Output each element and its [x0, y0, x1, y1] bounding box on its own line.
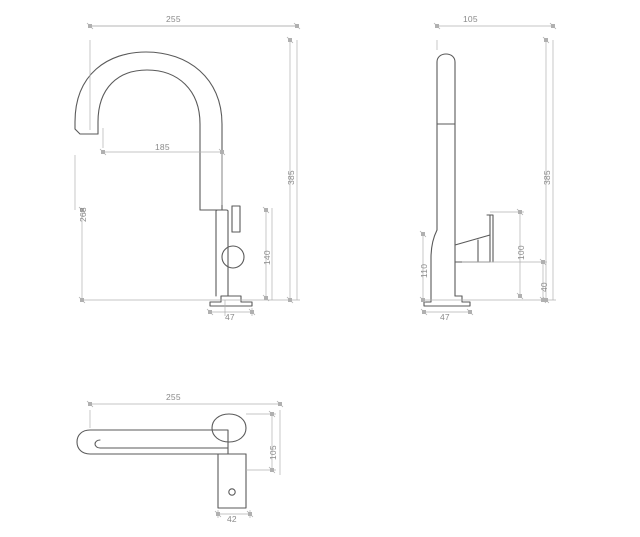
dim-top-length-255: 255	[166, 392, 181, 402]
dim-side-width-105: 105	[463, 14, 478, 24]
front-view-dimensions	[74, 22, 301, 316]
dim-front-width-255: 255	[166, 14, 181, 24]
dim-side-body-height-110: 110	[419, 263, 429, 278]
dim-front-spout-reach-185: 185	[155, 142, 170, 152]
top-view-dimensions	[86, 400, 284, 518]
dim-side-base-47: 47	[440, 312, 450, 322]
side-view-dimensions	[419, 22, 557, 316]
top-view-geometry	[76, 413, 247, 509]
front-view-geometry	[74, 51, 253, 307]
dim-side-base-height-40: 40	[539, 282, 549, 292]
dim-front-spout-height-268: 268	[78, 207, 88, 222]
dim-front-body-height-140: 140	[262, 250, 272, 265]
dim-front-base-47: 47	[225, 312, 235, 322]
dim-side-handle-height-100: 100	[516, 245, 526, 260]
side-view-geometry	[423, 53, 494, 307]
dim-side-total-height-385: 385	[542, 170, 552, 185]
dim-top-base-42: 42	[227, 514, 237, 524]
dim-top-width-105: 105	[268, 445, 278, 460]
dim-front-total-height-385: 385	[286, 170, 296, 185]
